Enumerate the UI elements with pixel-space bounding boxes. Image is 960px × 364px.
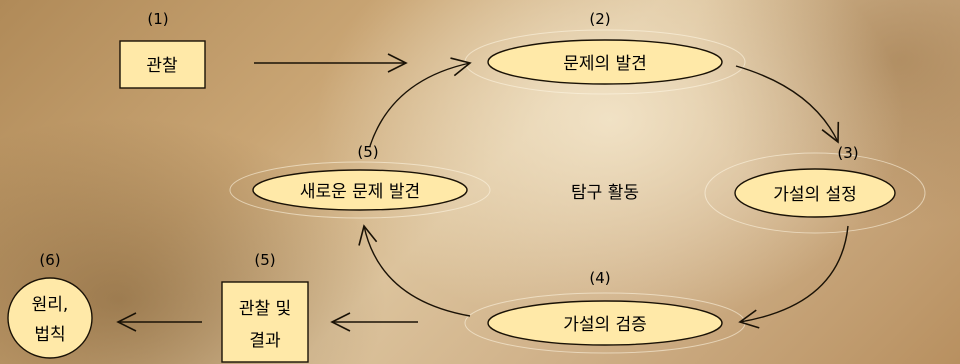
hypothesis-testing-ellipse xyxy=(487,300,723,346)
step-5-number-upper: (5) xyxy=(357,143,378,161)
observation-label: 관찰 xyxy=(146,56,178,76)
arrow-new-problem-to-problem xyxy=(369,57,472,147)
hypothesis-setting-label: 가설의 설정 xyxy=(773,185,857,205)
observation-result-box xyxy=(221,281,309,363)
principle-law-line1: 원리, xyxy=(32,295,69,315)
step-6-number: (6) xyxy=(39,251,60,269)
problem-discovery-label: 문제의 발견 xyxy=(563,54,647,74)
observation-result-line2: 결과 xyxy=(249,331,281,351)
principle-law-ellipse xyxy=(7,277,93,359)
arrow-problem-to-hypothesis xyxy=(735,65,840,144)
observation-box xyxy=(119,40,206,89)
hypothesis-setting-ellipse xyxy=(734,168,896,218)
hypothesis-testing-label: 가설의 검증 xyxy=(563,315,647,335)
arrow-setting-to-testing xyxy=(738,225,849,329)
observation-result-line1: 관찰 및 xyxy=(239,299,291,319)
step-4-number: (4) xyxy=(589,269,610,287)
principle-law-line2: 법칙 xyxy=(34,325,65,345)
problem-discovery-ellipse xyxy=(487,39,723,85)
step-5-number-lower: (5) xyxy=(254,251,275,269)
arrow-testing-to-new-problem xyxy=(358,224,471,317)
step-1-number: (1) xyxy=(147,10,168,28)
step-2-number: (2) xyxy=(589,10,610,28)
center-label: 탐구 활동 xyxy=(571,183,639,203)
new-problem-label: 새로운 문제 발견 xyxy=(300,182,420,202)
step-3-number: (3) xyxy=(837,144,858,162)
new-problem-ellipse xyxy=(252,169,468,211)
